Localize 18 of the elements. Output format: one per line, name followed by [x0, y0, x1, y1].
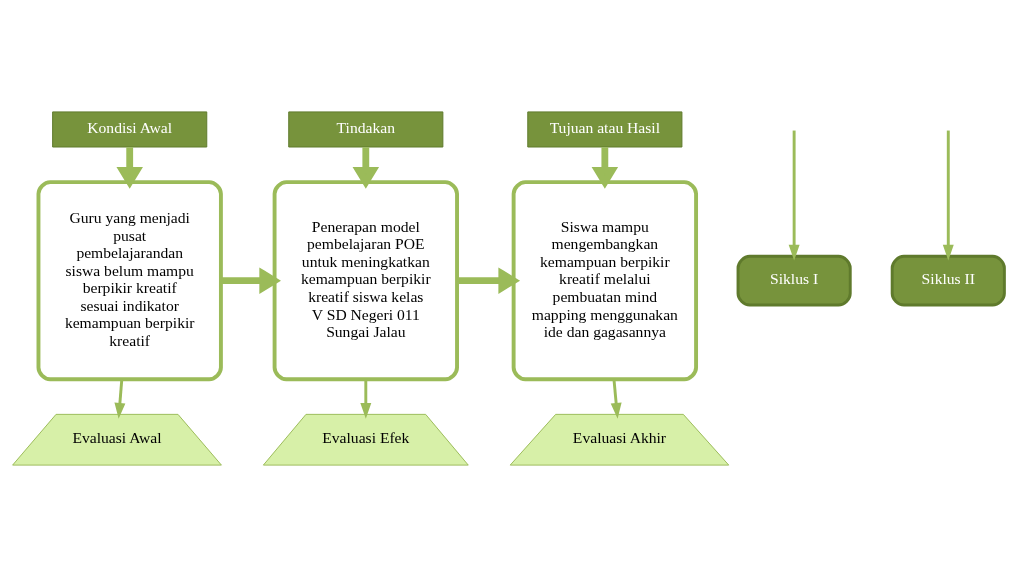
arrow [610, 378, 622, 419]
node-box: Guru yang menjadi pusat pembelajarandan siswa belum mampu berpikir kreatif sesuai indikator kemampuan berpikir kreatif [36, 179, 223, 381]
node-box: Siswa mampu mengembangkan kemampuan berpikir kreatif melalui pembuatan mind mapping menggunakan ide dan gagasannya [511, 179, 699, 381]
arrow [360, 378, 372, 419]
node-box: Siklus I [736, 254, 852, 307]
arrow [788, 130, 800, 260]
arrow [114, 378, 126, 419]
arrow [942, 130, 954, 260]
arrow [591, 146, 619, 189]
node-box: Penerapan model pembelajaran POE untuk meningkatkan kemampuan berpikir kreatif siswa kelas V SD Negeri 011 Sungai Jalau [272, 179, 459, 381]
arrow [221, 266, 281, 294]
node-box: Kondisi Awal [52, 110, 208, 147]
node-box: Siklus II [890, 254, 1006, 307]
arrow [116, 146, 143, 189]
node-box: Tindakan [288, 110, 444, 147]
arrow [457, 266, 521, 294]
node-box: Tujuan atau Hasil [527, 110, 683, 147]
arrow [352, 146, 380, 189]
